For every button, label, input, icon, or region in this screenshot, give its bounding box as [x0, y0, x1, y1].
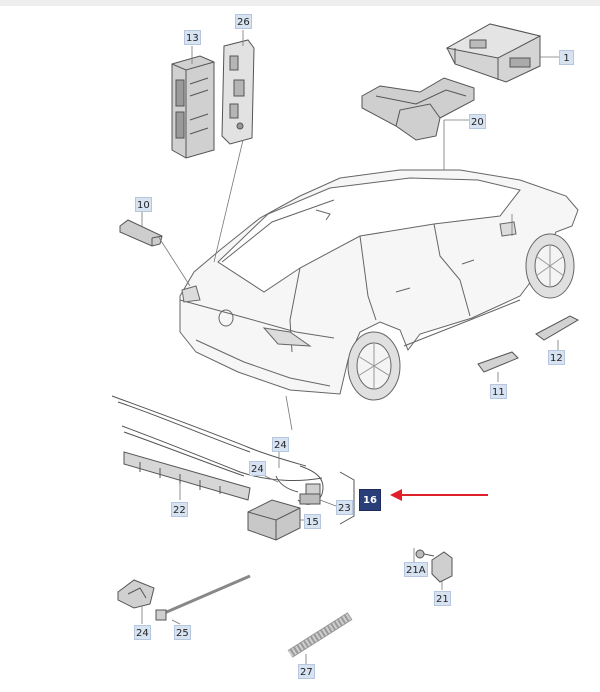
callout-24-lower[interactable]: 24 [134, 625, 151, 640]
highlight-arrow [390, 489, 488, 501]
cable-harness [111, 395, 324, 505]
part-11-sill-light [477, 351, 519, 373]
callout-24-middle[interactable]: 24 [249, 461, 266, 476]
callout-21a[interactable]: 21A [404, 562, 428, 577]
part-21-bracket [415, 549, 453, 583]
connector [299, 483, 321, 505]
top-strip [0, 0, 600, 6]
callout-12[interactable]: 12 [548, 350, 565, 365]
callout-16-highlighted[interactable]: 16 [359, 489, 381, 511]
part-13-module [171, 55, 215, 159]
part-20-bracket [361, 77, 475, 141]
callout-25[interactable]: 25 [174, 625, 191, 640]
callout-1[interactable]: 1 [559, 50, 574, 65]
callout-22[interactable]: 22 [171, 502, 188, 517]
leader-lines [141, 30, 560, 664]
part-26-mounting-plate [221, 39, 255, 145]
callout-27[interactable]: 27 [298, 664, 315, 679]
car-illustration [179, 169, 579, 401]
part-22-strip [123, 451, 251, 501]
callout-23[interactable]: 23 [336, 500, 353, 515]
part-27-tube [287, 612, 353, 658]
callout-15[interactable]: 15 [304, 514, 321, 529]
part-1-control-unit [445, 23, 542, 83]
part-15-module [247, 499, 301, 541]
part-12-sill-light [535, 315, 580, 341]
callout-13[interactable]: 13 [184, 30, 201, 45]
callout-10[interactable]: 10 [135, 197, 152, 212]
callout-11[interactable]: 11 [490, 384, 507, 399]
callout-21[interactable]: 21 [434, 591, 451, 606]
part-24-clip [117, 579, 155, 609]
callout-24-upper[interactable]: 24 [272, 437, 289, 452]
part-10-sensor [119, 219, 163, 247]
callout-26[interactable]: 26 [235, 14, 252, 29]
callout-20[interactable]: 20 [469, 114, 486, 129]
part-25-cable-tie [155, 574, 251, 621]
